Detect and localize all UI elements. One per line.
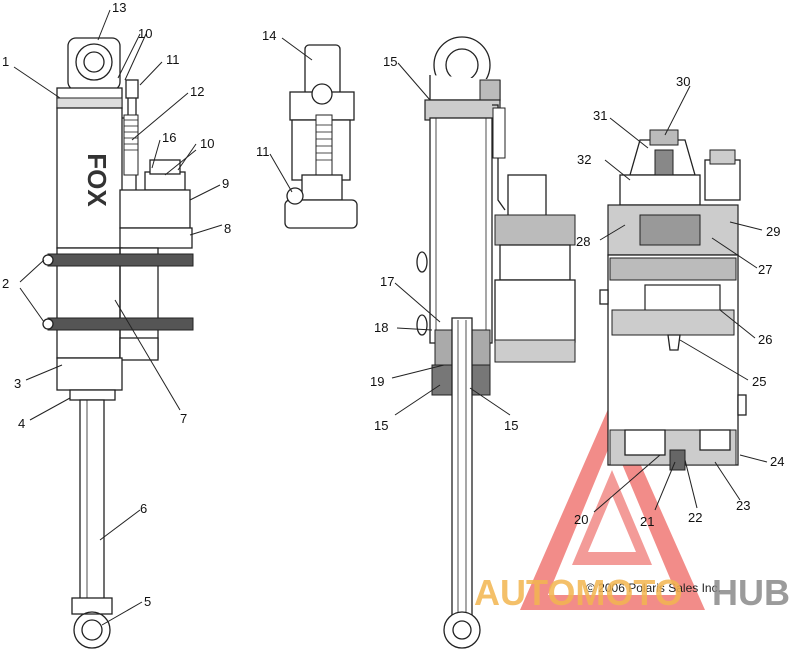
callout-24: 24 (770, 454, 784, 469)
callout-18: 18 (374, 320, 388, 335)
callout-15b: 15 (374, 418, 388, 433)
callout-labels: 1 2 3 4 5 6 7 8 9 10 10 11 11 12 13 14 1… (2, 0, 784, 609)
callout-14: 14 (262, 28, 276, 43)
callout-15a: 15 (383, 54, 397, 69)
callout-20: 20 (574, 512, 588, 527)
callout-11a: 11 (166, 52, 180, 67)
callout-25: 25 (752, 374, 766, 389)
watermark-text-automoto: AUTOMOTO (474, 572, 683, 613)
copyright-text: © 2006 Polaris Sales Inc. (586, 581, 721, 595)
callout-2: 2 (2, 276, 9, 291)
callout-30: 30 (676, 74, 690, 89)
shock-top-detail-view (284, 44, 358, 229)
callout-13: 13 (112, 0, 126, 15)
watermark-triangle-inner (572, 470, 652, 565)
callout-8: 8 (224, 221, 231, 236)
callout-1: 1 (2, 54, 9, 69)
callout-5: 5 (144, 594, 151, 609)
callout-4: 4 (18, 416, 25, 431)
callout-31: 31 (593, 108, 607, 123)
callout-19: 19 (370, 374, 384, 389)
callout-10a: 10 (138, 26, 152, 41)
callout-6: 6 (140, 501, 147, 516)
callout-21: 21 (640, 514, 654, 529)
watermark-triangle (520, 400, 705, 610)
callout-10b: 10 (200, 136, 214, 151)
shock-cutaway-view (416, 36, 576, 649)
callout-17: 17 (380, 274, 394, 289)
callout-22: 22 (688, 510, 702, 525)
reservoir-cutaway-view (599, 129, 747, 471)
callout-11b: 11 (256, 144, 270, 159)
watermark-logo (520, 400, 705, 610)
callout-16: 16 (162, 130, 176, 145)
callout-7: 7 (180, 411, 187, 426)
callout-3: 3 (14, 376, 21, 391)
callout-28: 28 (576, 234, 590, 249)
callout-27: 27 (758, 262, 772, 277)
callout-9: 9 (222, 176, 229, 191)
fox-logo-text: FOX (82, 153, 112, 207)
callout-32: 32 (577, 152, 591, 167)
watermark-text-hub: HUB (712, 572, 790, 613)
callout-12: 12 (190, 84, 204, 99)
callout-26: 26 (758, 332, 772, 347)
shock-external-view: FOX (42, 37, 194, 649)
leader-lines (13, 9, 768, 626)
callout-15c: 15 (504, 418, 518, 433)
callout-23: 23 (736, 498, 750, 513)
callout-29: 29 (766, 224, 780, 239)
